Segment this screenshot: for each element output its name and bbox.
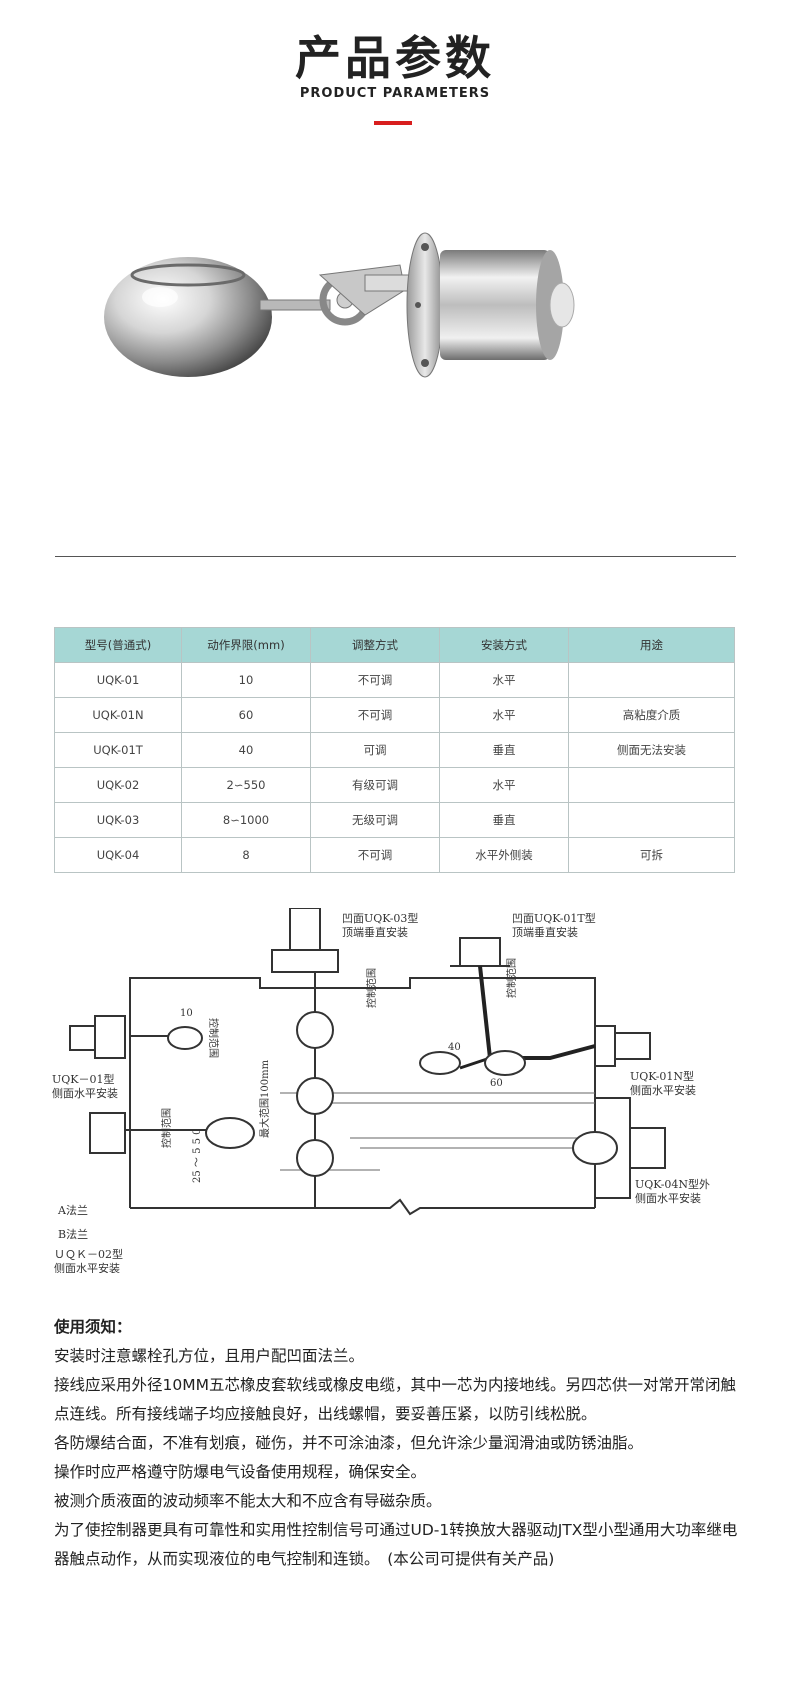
cell-usage [568, 767, 735, 803]
cell-install: 垂直 [439, 802, 569, 838]
label-uqk01-2: 侧面水平安装 [52, 1086, 118, 1100]
cell-install: 水平 [439, 662, 569, 698]
table-row: UQK-01 10 不可调 水平 [54, 662, 735, 698]
cell-install: 水平 [439, 767, 569, 803]
section-divider [55, 556, 736, 557]
col-install: 安装方式 [439, 627, 569, 663]
label-flange-b: B法兰 [58, 1227, 88, 1241]
cell-usage [568, 802, 735, 838]
cell-usage: 高粘度介质 [568, 697, 735, 733]
cell-limit: 8 [181, 837, 311, 873]
label-val-40: 40 [448, 1042, 461, 1053]
label-val-60: 60 [490, 1078, 503, 1089]
table-row: UQK-03 8∽1000 无级可调 垂直 [54, 802, 735, 838]
page-subtitle: PRODUCT PARAMETERS [299, 86, 491, 101]
label-uqk03-1: 凹面UQK-03型 [342, 911, 418, 925]
installation-diagram: 凹面UQK-03型 顶端垂直安装 凹面UQK-01T型 顶端垂直安装 UQK－0… [52, 908, 710, 1273]
col-usage: 用途 [568, 627, 735, 663]
label-max-range: 最大范围100mm [258, 1059, 271, 1138]
cell-model: UQK-01T [54, 732, 182, 768]
label-uqk01-1: UQK－01型 [52, 1072, 115, 1086]
cell-model: UQK-04 [54, 837, 182, 873]
table-row: UQK-01T 40 可调 垂直 侧面无法安装 [54, 732, 735, 768]
cell-limit: 10 [181, 662, 311, 698]
cell-usage: 侧面无法安装 [568, 732, 735, 768]
cell-adjust: 不可调 [310, 837, 440, 873]
cell-usage: 可拆 [568, 837, 735, 873]
cell-adjust: 有级可调 [310, 767, 440, 803]
table-row: UQK-01N 60 不可调 水平 高粘度介质 [54, 697, 735, 733]
label-uqk04-2: 侧面水平安装 [635, 1191, 701, 1205]
cell-model: UQK-02 [54, 767, 182, 803]
note-item: 为了使控制器更具有可靠性和实用性控制信号可通过UD-1转换放大器驱动JTX型小型… [54, 1521, 738, 1568]
label-uqk01t-2: 顶端垂直安装 [512, 925, 578, 939]
label-range-25-550: 25 ～ 5 5 0 [192, 1128, 203, 1183]
cell-install: 垂直 [439, 732, 569, 768]
label-uqk01t-1: 凹面UQK-01T型 [512, 911, 596, 925]
cell-adjust: 可调 [310, 732, 440, 768]
title-accent-bar [374, 121, 412, 125]
cell-model: UQK-03 [54, 802, 182, 838]
col-adjust: 调整方式 [310, 627, 440, 663]
label-uqk04-1: UQK-04N型外 [635, 1177, 710, 1191]
notes-heading: 使用须知： [54, 1318, 132, 1336]
page-title: 产品参数 [295, 31, 495, 85]
cell-limit: 8∽1000 [181, 802, 311, 838]
label-ctrl-range-3: 控制范围 [505, 958, 518, 998]
float-level-switch-photo [104, 232, 575, 378]
cell-install: 水平 [439, 697, 569, 733]
label-flange-a: A法兰 [57, 1203, 88, 1217]
cell-adjust: 不可调 [310, 662, 440, 698]
label-ctrl-range-1: 控制范围 [207, 1018, 220, 1058]
cell-model: UQK-01 [54, 662, 182, 698]
parameter-table: 型号(普通式) 动作界限(mm) 调整方式 安装方式 用途 UQK-01 10 … [54, 627, 735, 873]
table-row: UQK-02 2∽550 有级可调 水平 [54, 767, 735, 803]
label-uqk01n-1: UQK-01N型 [630, 1069, 694, 1083]
cell-limit: 40 [181, 732, 311, 768]
note-item: 各防爆结合面，不准有划痕，碰伤，并不可涂油漆，但允许涂少量润滑油或防锈油脂。 [54, 1434, 644, 1452]
label-uqk03-2: 顶端垂直安装 [342, 925, 408, 939]
table-header-row: 型号(普通式) 动作界限(mm) 调整方式 安装方式 用途 [54, 627, 735, 663]
cell-install: 水平外侧装 [439, 837, 569, 873]
note-item: 操作时应严格遵守防爆电气设备使用规程，确保安全。 [54, 1463, 427, 1481]
note-item: 接线应采用外径10MM五芯橡皮套软线或橡皮电缆，其中一芯为内接地线。另四芯供一对… [54, 1376, 736, 1423]
label-uqk01n-2: 侧面水平安装 [630, 1083, 696, 1097]
note-item: 安装时注意螺栓孔方位，且用户配凹面法兰。 [54, 1347, 365, 1365]
cell-model: UQK-01N [54, 697, 182, 733]
label-uqk02-2: 侧面水平安装 [54, 1261, 120, 1273]
cell-limit: 60 [181, 697, 311, 733]
cell-limit: 2∽550 [181, 767, 311, 803]
label-uqk02-1: ＵＱＫ－02型 [54, 1247, 123, 1261]
note-item: 被测介质液面的波动频率不能太大和不应含有导磁杂质。 [54, 1492, 442, 1510]
col-action-limit: 动作界限(mm) [181, 627, 311, 663]
usage-notes: 使用须知： 安装时注意螺栓孔方位，且用户配凹面法兰。 接线应采用外径10MM五芯… [54, 1313, 744, 1574]
col-model: 型号(普通式) [54, 627, 182, 663]
cell-adjust: 不可调 [310, 697, 440, 733]
label-ctrl-range-4: 控制范围 [160, 1108, 173, 1148]
cell-usage [568, 662, 735, 698]
cell-adjust: 无级可调 [310, 802, 440, 838]
label-val-10: 10 [180, 1008, 193, 1019]
table-row: UQK-04 8 不可调 水平外侧装 可拆 [54, 837, 735, 873]
label-ctrl-range-2: 控制范围 [365, 968, 378, 1008]
